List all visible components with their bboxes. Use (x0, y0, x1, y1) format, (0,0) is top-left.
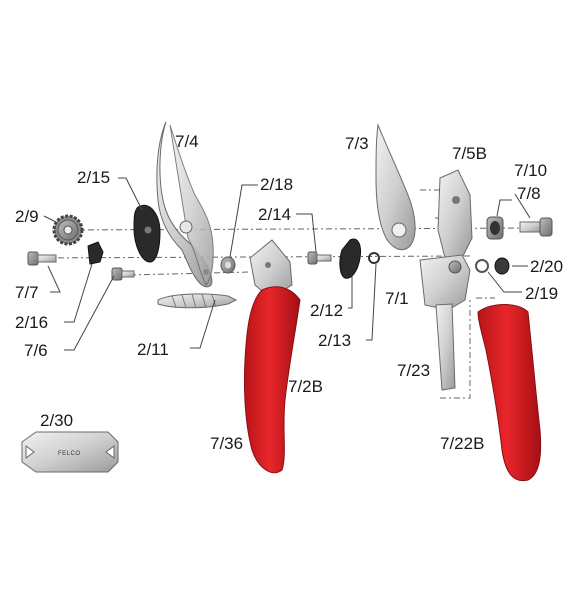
part-2-13-washer (368, 252, 380, 264)
part-7-22b-upper-handle (477, 304, 542, 482)
part-2-11-spring (157, 293, 238, 309)
label-7-1: 7/1 (385, 289, 409, 308)
label-2-20: 2/20 (530, 257, 563, 276)
label-2-15: 2/15 (77, 168, 110, 187)
part-7-6-screw (111, 267, 135, 281)
part-2-14-bolt (307, 251, 332, 265)
label-2-13: 2/13 (318, 331, 351, 350)
label-7-2b: 7/2B (288, 377, 323, 396)
label-7-7: 7/7 (15, 283, 39, 302)
leader-lines (43, 177, 531, 351)
part-7-2b-lower-handle (243, 239, 301, 474)
label-7-22b: 7/22B (440, 434, 484, 453)
wrench-logo: FELCO (58, 451, 81, 457)
part-2-30-wrench: FELCO (21, 431, 119, 473)
label-2-12: 2/12 (310, 301, 343, 320)
label-2-19: 2/19 (525, 284, 558, 303)
part-2-20-nut (494, 257, 510, 275)
label-7-8: 7/8 (517, 184, 541, 203)
part-2-19-ring (475, 259, 489, 273)
part-7-4-cutting-blade (156, 121, 214, 288)
part-2-15-spring-holder (133, 204, 161, 263)
label-2-9: 2/9 (15, 207, 39, 226)
label-7-23: 7/23 (397, 361, 430, 380)
label-2-30: 2/30 (40, 411, 73, 430)
part-7-23-shaft (435, 303, 456, 391)
part-7-7-bolt (27, 251, 57, 266)
label-7-4: 7/4 (175, 132, 199, 151)
part-2-18-nut (220, 256, 236, 274)
part-7-3-anvil-blade (375, 123, 416, 251)
part-2-16-catch (87, 241, 104, 265)
part-7-5b-head (437, 169, 473, 259)
part-7-8-bolt (519, 217, 553, 237)
label-7-36: 7/36 (210, 434, 243, 453)
label-7-6: 7/6 (24, 341, 48, 360)
label-7-3: 7/3 (345, 134, 369, 153)
part-2-12-latch (339, 238, 361, 279)
label-2-18: 2/18 (260, 175, 293, 194)
part-7-10-bushing (486, 216, 504, 240)
label-7-5b: 7/5B (452, 144, 487, 163)
part-labels: 7/4 7/3 7/5B 7/10 7/8 2/15 2/18 2/9 2/14… (15, 132, 563, 453)
label-2-11: 2/11 (137, 340, 169, 359)
part-7-1-body (419, 254, 471, 311)
part-2-9-gear-nut (52, 214, 84, 246)
label-2-16: 2/16 (15, 313, 48, 332)
label-7-10: 7/10 (514, 161, 547, 180)
label-2-14: 2/14 (258, 205, 291, 224)
